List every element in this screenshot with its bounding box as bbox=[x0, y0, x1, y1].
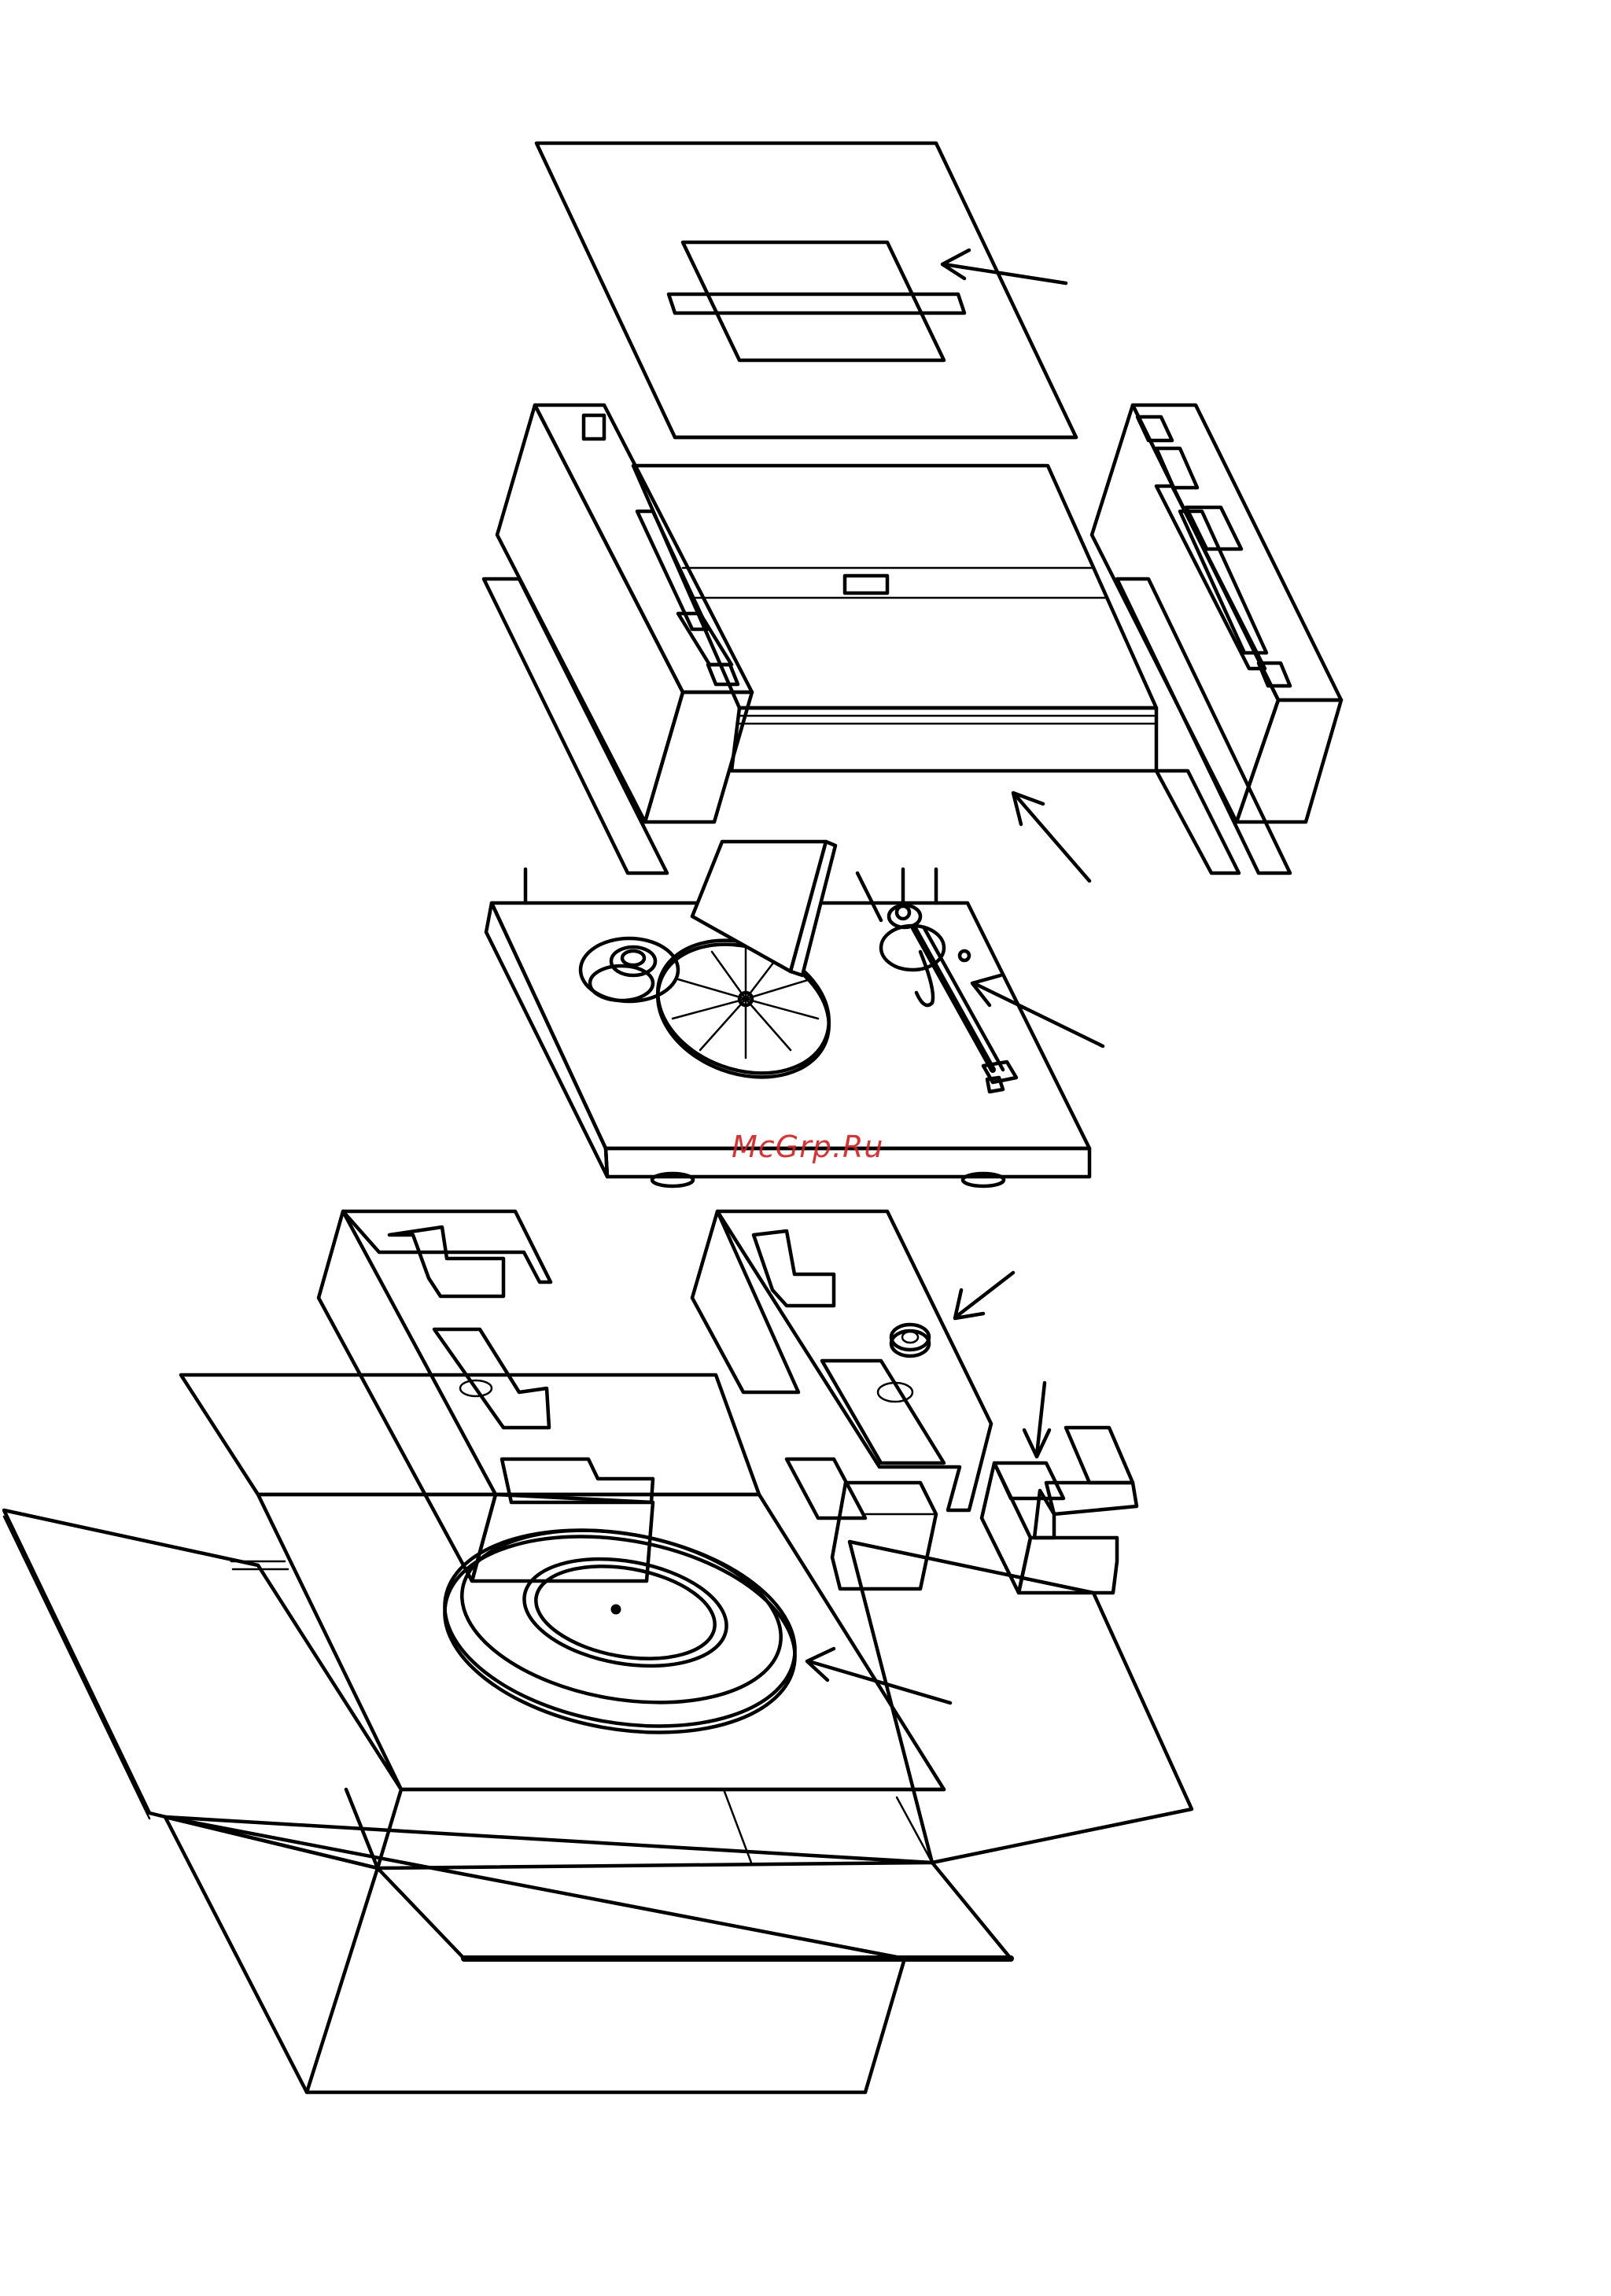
arrow-frame bbox=[1013, 793, 1089, 881]
bottom-packaging-inserts bbox=[319, 1211, 1137, 1593]
top-packaging-frame bbox=[484, 405, 1341, 881]
dust-cover bbox=[536, 143, 1076, 437]
arrow-counterweight bbox=[955, 1273, 1013, 1318]
cardboard-box bbox=[4, 1375, 1192, 2092]
arrow-dust-cover bbox=[942, 250, 1066, 283]
platter bbox=[258, 1494, 950, 1789]
arrow-accessory-box bbox=[1024, 1383, 1049, 1457]
arrow-tonearm bbox=[972, 975, 1103, 1046]
small-accessory-box bbox=[982, 1383, 1137, 1593]
watermark-text: McGrp.Ru bbox=[732, 1130, 883, 1164]
